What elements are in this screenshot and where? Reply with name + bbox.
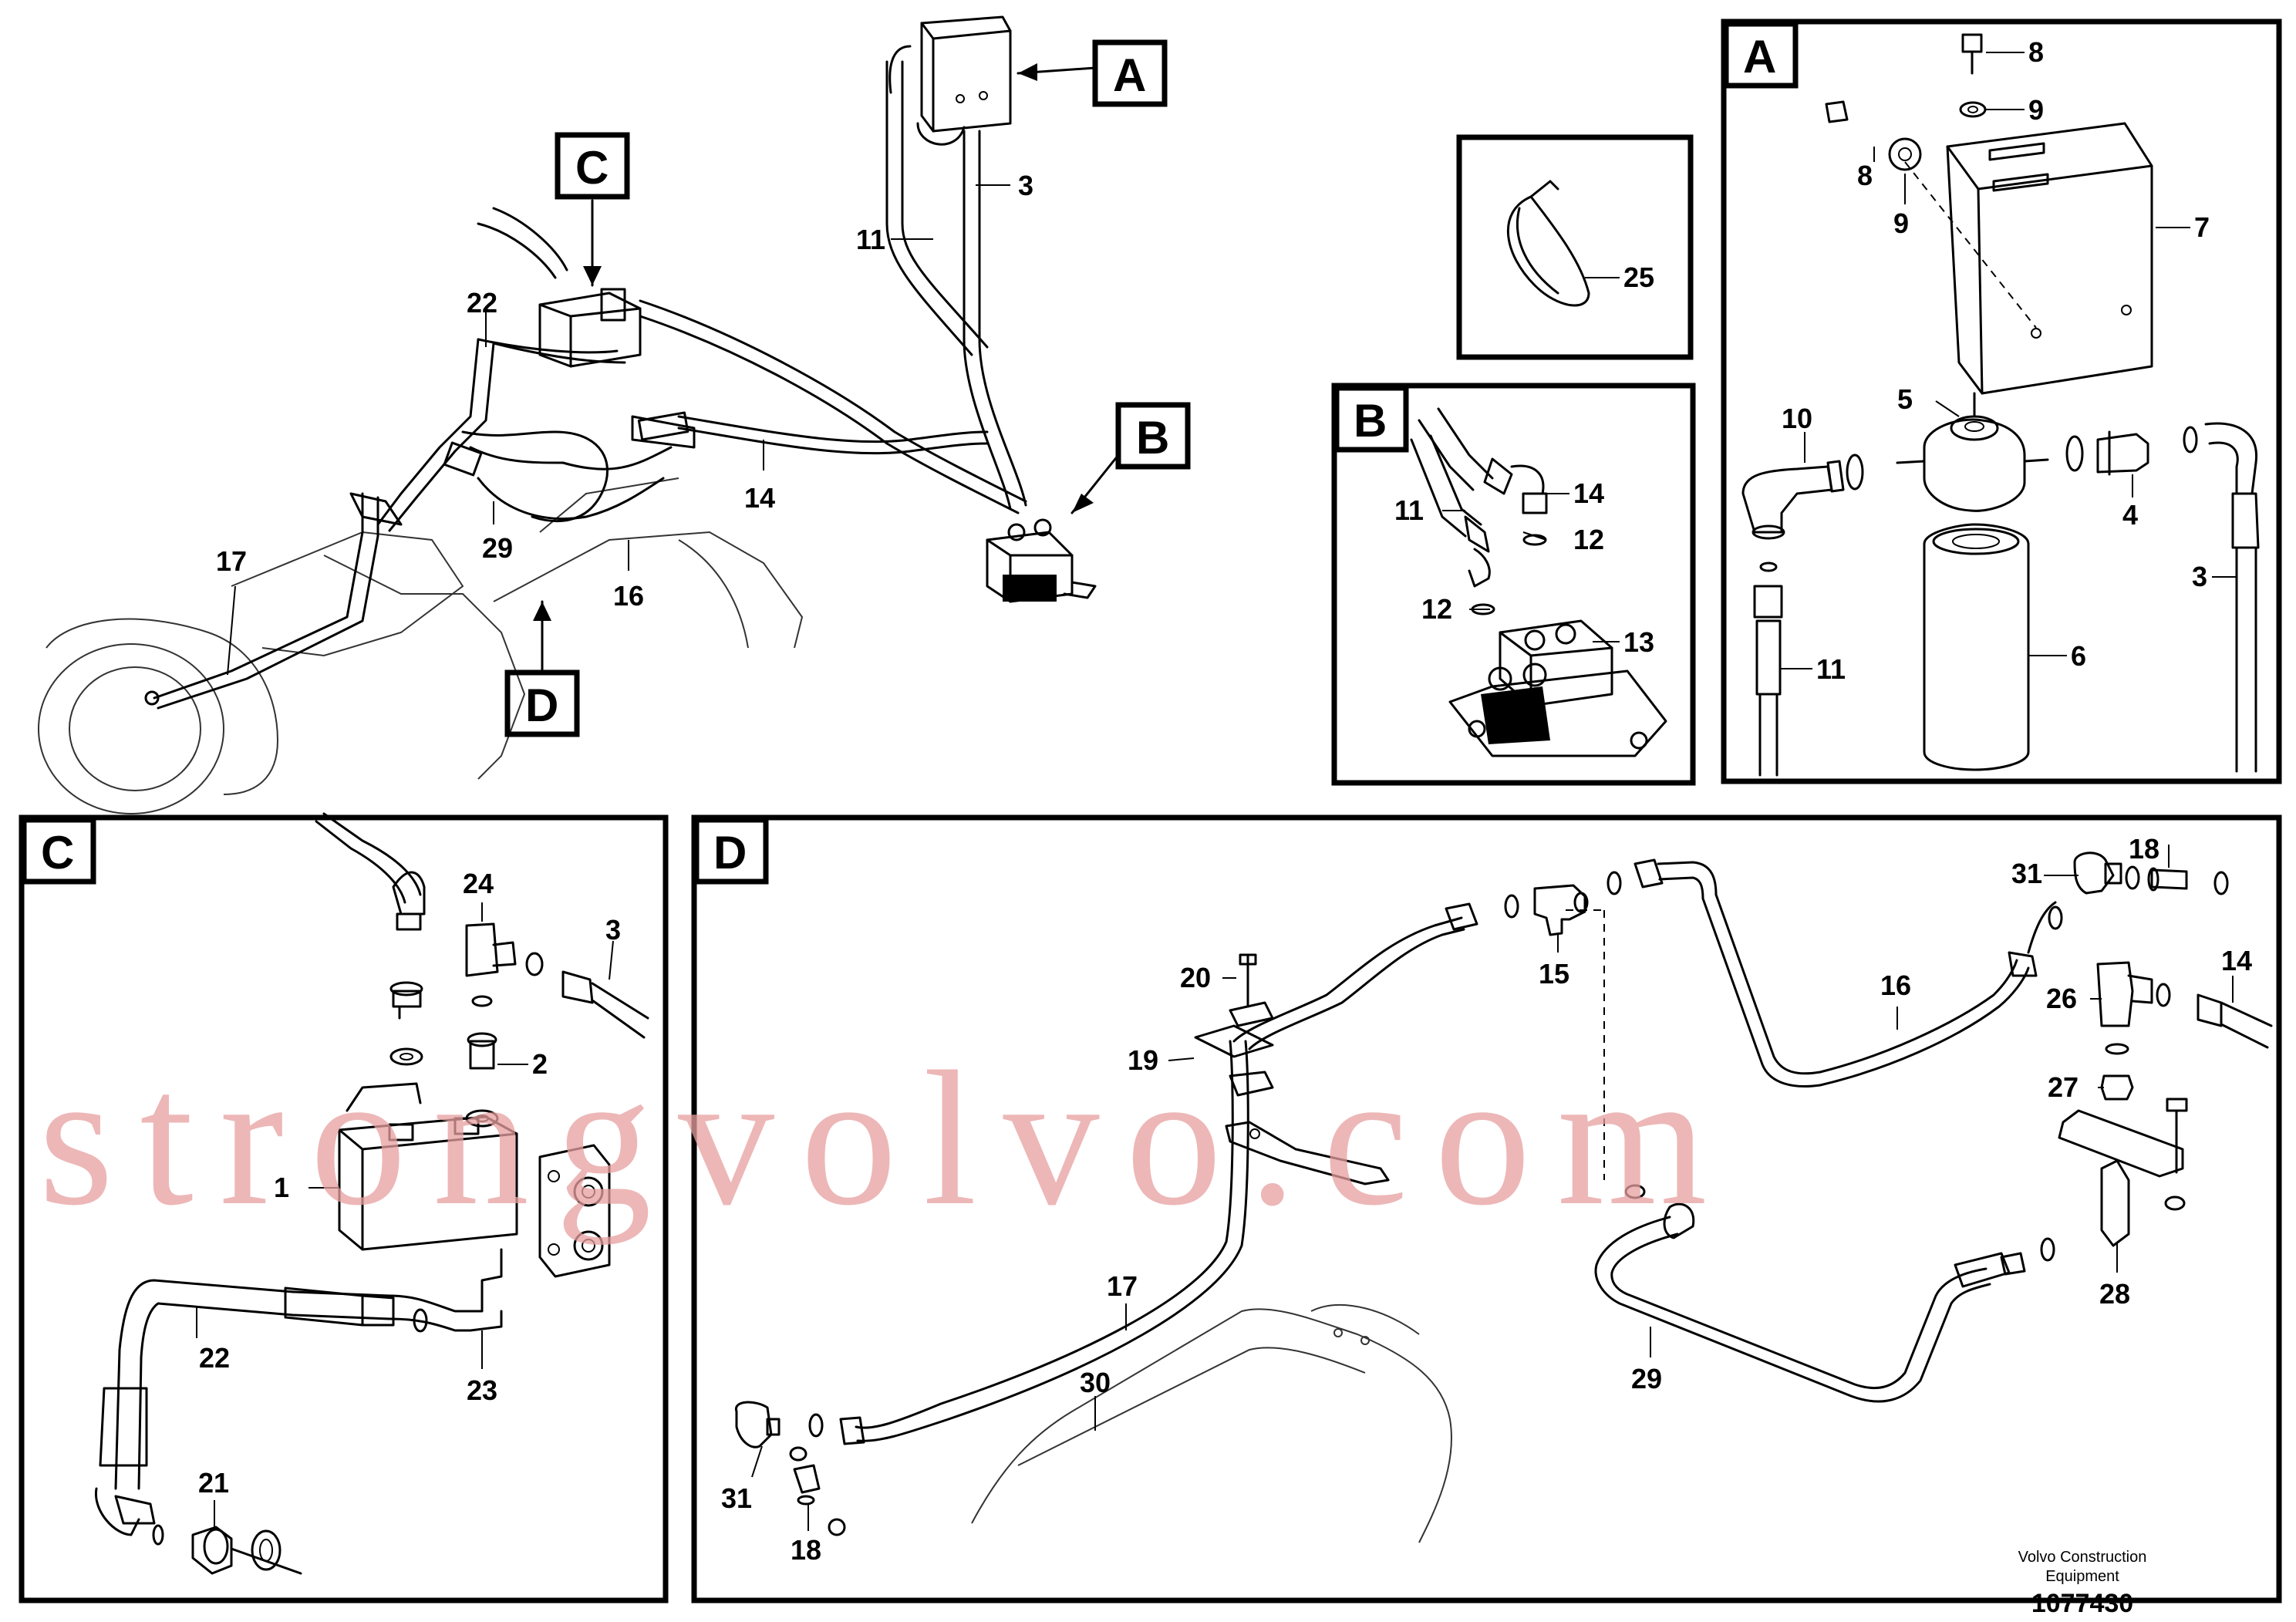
callout-29: 29 [482,532,513,564]
panel-d-lines: D [691,814,2282,1618]
panel-a-callout-4: 4 [2122,499,2138,531]
panel-b-callout-12-left: 12 [1421,593,1452,625]
panel-c-callout-22: 22 [199,1342,230,1374]
panel-b-callout-14: 14 [1573,477,1604,509]
panel-c-callout-21: 21 [198,1467,229,1499]
footer-company-line2: Equipment [2045,1568,2119,1585]
panel-a-callout-5: 5 [1897,383,1913,415]
panel-d-callout-15: 15 [1539,958,1569,990]
watermark: strongvolvo.com [39,1032,1733,1246]
panel-d-callout-19: 19 [1128,1044,1158,1076]
detail-ref-a[interactable]: A [1017,39,1168,107]
panel-b-label: B [1354,395,1387,447]
panel-a-callout-9-top: 9 [2028,94,2044,126]
main-leaders [227,184,1010,676]
panel-d-callout-27: 27 [2048,1071,2079,1103]
panel-c-callout-1: 1 [274,1172,289,1203]
panel-d-callout-18-top: 18 [2129,833,2159,865]
panel-a-callout-10: 10 [1782,403,1812,434]
panel-c-callout-3: 3 [605,914,621,946]
panel-c-callout-24: 24 [463,868,494,899]
panel-cable-tie: 25 [1456,134,1694,360]
panel-a-callout-8-left: 8 [1857,160,1873,191]
panel-b-callout-12-right: 12 [1573,524,1604,555]
machine-body-outline [38,477,804,814]
panel-c-callout-23: 23 [467,1374,497,1406]
panel-a-callout-8-top: 8 [2028,36,2044,68]
panel-c-callout-2: 2 [532,1048,548,1080]
panel-d-callout-26: 26 [2046,983,2077,1014]
detail-label-a: A [1113,49,1146,101]
panel-a-callout-6: 6 [2071,640,2086,672]
panel-a-callout-7: 7 [2194,211,2210,243]
panel-d-label: D [713,827,747,878]
detail-ref-d[interactable]: D [504,600,580,737]
panel-d-callout-20: 20 [1180,962,1211,993]
detail-ref-c[interactable]: C [555,132,630,287]
pump-assembly [477,207,642,368]
panel-d-callout-28: 28 [2099,1278,2130,1310]
panel-b-valve: B 11 14 12 12 13 [1331,383,1696,786]
main-overview: 3 11 14 16 17 22 29 A B C D [38,15,1191,814]
valve-block-main [986,518,1097,603]
detail-label-d: D [525,679,558,731]
panel-b-callout-11: 11 [1394,494,1424,526]
panel-d-callout-14: 14 [2221,945,2252,976]
main-hose-lines [144,299,1027,710]
callout-17: 17 [216,545,247,577]
callout-25: 25 [1623,261,1654,293]
panel-a-label: A [1743,31,1776,83]
detail-label-b: B [1136,412,1169,464]
filter-assembly-top [885,15,1027,511]
callout-14: 14 [744,482,775,514]
panel-a-callout-11: 11 [1816,653,1846,685]
panel-d-callout-18-bottom: 18 [791,1534,821,1566]
panel-d-callout-31-bottom: 31 [721,1482,752,1514]
callout-22: 22 [467,287,497,319]
panel-d-callout-31-top: 31 [2011,858,2042,889]
callout-3: 3 [1018,170,1033,201]
panel-d-callout-29: 29 [1631,1363,1662,1394]
callout-16: 16 [613,580,644,612]
panel-c-label: C [41,827,74,878]
detail-label-c: C [575,142,609,194]
drawing-number: 1077430 [2031,1589,2133,1618]
footer-company-line1: Volvo Construction [2018,1549,2147,1566]
panel-c-pump: C [19,812,669,1603]
panel-d-callout-30: 30 [1080,1367,1111,1398]
panel-a-filter: A [1721,19,2282,784]
panel-b-callout-13: 13 [1623,626,1654,658]
panel-d-callout-16: 16 [1880,969,1911,1001]
panel-a-callout-3: 3 [2192,561,2207,592]
panel-a-callout-9-left: 9 [1893,207,1909,239]
callout-11: 11 [856,224,885,255]
detail-ref-b[interactable]: B [1070,402,1191,514]
panel-d-callout-17: 17 [1107,1270,1138,1302]
